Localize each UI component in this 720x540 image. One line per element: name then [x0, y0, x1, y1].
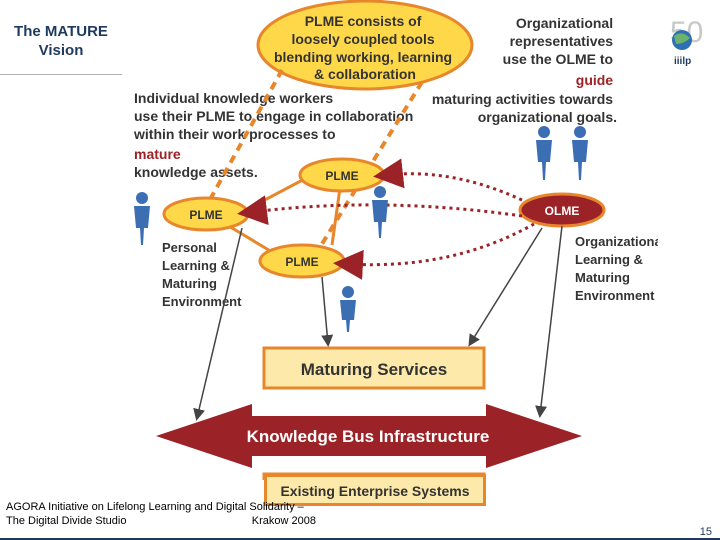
- person-icon-middle: [372, 186, 388, 238]
- callout-line: PLME consists of: [305, 13, 422, 29]
- olme-node-label: OLME: [545, 204, 580, 218]
- org-env-line: Learning &: [575, 252, 643, 267]
- footer-line1: AGORA Initiative on Lifelong Learning an…: [6, 501, 304, 513]
- personal-env-line: Personal: [162, 240, 217, 255]
- page-number: 15: [699, 526, 712, 538]
- callout-line: loosely coupled tools: [291, 31, 434, 47]
- plme-to-services-link: [321, 276, 334, 347]
- footer: AGORA Initiative on Lifelong Learning an…: [6, 500, 426, 528]
- footer-studio: The Digital Divide Studio: [6, 515, 127, 527]
- personal-env-text: Personal Learning & Maturing Environment: [162, 240, 242, 309]
- individual-line: within their work processes to: [133, 126, 336, 142]
- person-icon-org-1: [536, 126, 552, 180]
- institution-logo: 50 iiilp: [670, 16, 703, 67]
- footer-line2: The Digital Divide Studio Krakow 2008: [6, 514, 316, 528]
- maturing-services-label: Maturing Services: [301, 360, 447, 379]
- org-reps-line: maturing activities towards: [432, 91, 613, 107]
- diagram-background: [122, 75, 658, 480]
- org-reps-line: representatives: [510, 33, 614, 49]
- plme-node-bottom-label: PLME: [285, 255, 318, 269]
- callout-link-left: [205, 69, 284, 206]
- knowledge-bus-label: Knowledge Bus Infrastructure: [247, 427, 490, 446]
- olme-to-plme-bottom-arrow: [333, 222, 535, 280]
- globe-land-icon: [674, 33, 690, 44]
- person-icon-bottom: [340, 286, 356, 332]
- olme-to-services-link: [468, 227, 543, 347]
- slide-title-line2: Vision: [38, 42, 84, 59]
- title-box: The MATURE Vision: [0, 12, 122, 75]
- logo-text: iiilp: [674, 56, 691, 67]
- olme-to-bus-link: [535, 225, 563, 418]
- individual-line: use their PLME to engage in collaboratio…: [134, 108, 413, 124]
- enterprise-systems-label: Existing Enterprise Systems: [280, 483, 469, 499]
- org-reps-line: organizational goals.: [478, 109, 617, 125]
- personal-env-line: Maturing: [162, 276, 217, 291]
- sidebar: [0, 0, 122, 540]
- org-reps-line: use the OLME to: [503, 51, 613, 67]
- slide-title-line1: The MATURE: [14, 23, 108, 40]
- mature-vision-diagram: PLME consists of loosely coupled tools b…: [122, 0, 658, 480]
- org-reps-line: Organizational: [516, 15, 613, 31]
- person-icon-left: [134, 192, 150, 245]
- org-env-text: Organizational Learning & Maturing Envir…: [575, 234, 658, 303]
- person-icon-org-2: [572, 126, 588, 180]
- knowledge-bus-arrow: [156, 404, 582, 468]
- slide-title: The MATURE Vision: [0, 22, 122, 60]
- callout-line: blending working, learning: [274, 49, 452, 65]
- personal-env-line: Learning &: [162, 258, 230, 273]
- plme-node-left-label: PLME: [189, 208, 222, 222]
- olme-to-plme-top-arrow: [373, 158, 523, 202]
- plme-link-3: [330, 187, 342, 246]
- org-env-line: Environment: [575, 288, 655, 303]
- org-reps-text: Organizational representatives use the O…: [432, 15, 617, 125]
- personal-env-line: Environment: [162, 294, 242, 309]
- bottom-rule: [0, 538, 720, 540]
- individual-line: knowledge assets.: [134, 164, 258, 180]
- enterprise-systems-box: Existing Enterprise Systems: [264, 474, 486, 506]
- plme-callout-ellipse: [256, 0, 474, 91]
- org-reps-guide: guide: [576, 72, 614, 88]
- individual-mature: mature: [134, 146, 181, 162]
- callout-line: & collaboration: [314, 66, 416, 82]
- individual-line: Individual knowledge workers: [134, 90, 333, 106]
- org-env-line: Organizational: [575, 234, 658, 249]
- maturing-services-box: [262, 346, 486, 390]
- enterprise-systems-rect: [264, 474, 486, 506]
- individual-workers-text: Individual knowledge workers use their P…: [133, 90, 417, 180]
- plme-node-top-label: PLME: [325, 169, 358, 183]
- footer-location: Krakow 2008: [251, 515, 316, 527]
- olme-to-plme-left-arrow: [237, 195, 523, 226]
- org-env-line: Maturing: [575, 270, 630, 285]
- plme-callout-text: PLME consists of loosely coupled tools b…: [274, 13, 456, 82]
- plme-to-bus-link: [193, 227, 243, 421]
